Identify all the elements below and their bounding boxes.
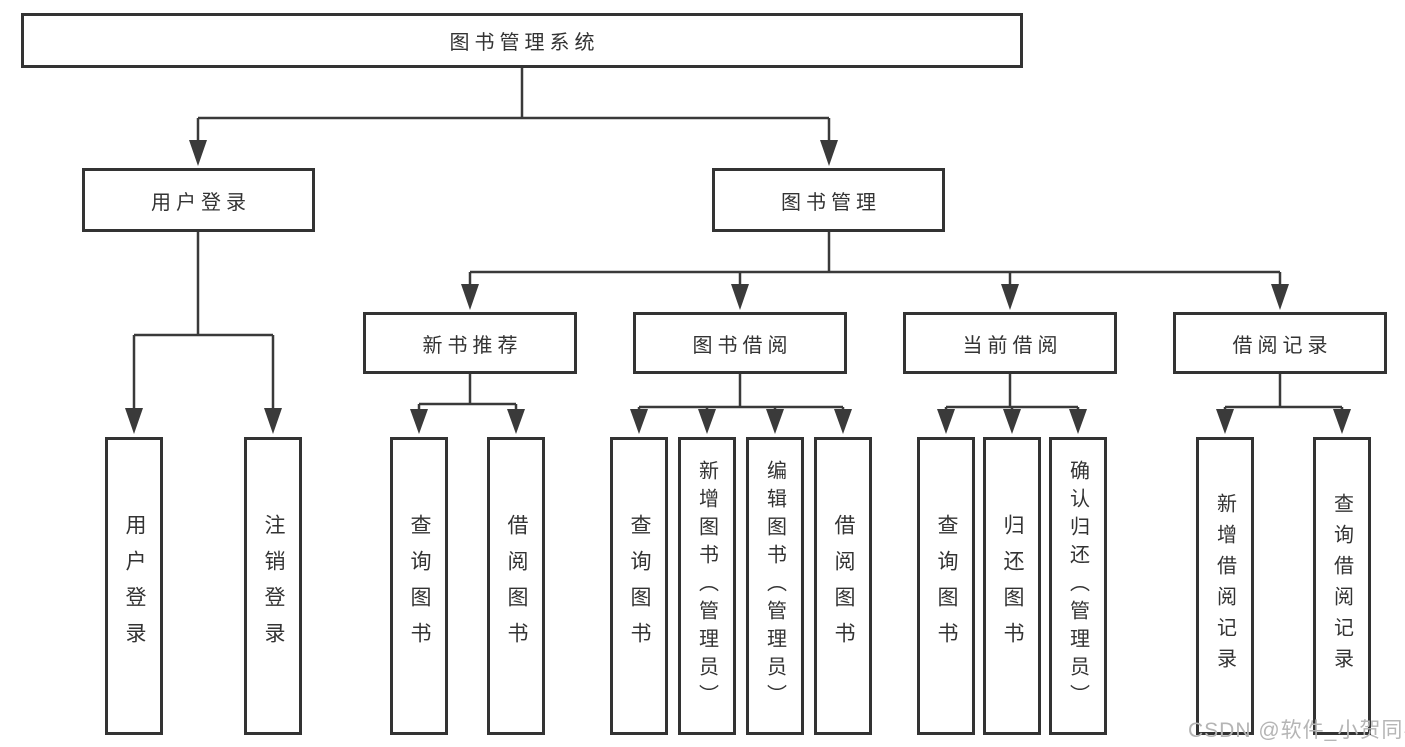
arrowhead (698, 409, 716, 434)
node-return-books: 归还图书 (983, 437, 1041, 735)
arrowheads-current-borrowing (937, 409, 1087, 434)
node-current-borrowing: 当前借阅 (903, 312, 1117, 374)
arrowhead (1216, 409, 1234, 434)
arrowhead (630, 409, 648, 434)
arrowhead (820, 140, 838, 166)
arrowheads-book-borrowing (630, 409, 852, 434)
node-user-login-leaf: 用户登录 (105, 437, 163, 735)
node-borrowing-query-books: 查询图书 (610, 437, 668, 735)
arrowhead (1069, 409, 1087, 434)
arrowhead (125, 408, 143, 434)
arrowhead (189, 140, 207, 166)
node-book-borrowing: 图书借阅 (633, 312, 847, 374)
arrowheads-level3 (461, 284, 1289, 310)
arrowheads-user-login (125, 408, 282, 434)
node-logout: 注销登录 (244, 437, 302, 735)
node-borrowing-borrow-books: 借阅图书 (814, 437, 872, 735)
arrowhead (1333, 409, 1351, 434)
arrowhead (410, 409, 428, 434)
arrowhead (507, 409, 525, 434)
connector-root-to-level2 (196, 68, 831, 141)
arrowhead (937, 409, 955, 434)
connector-book-management-children (468, 232, 1282, 285)
node-add-books-admin: 新增图书（管理员） (678, 437, 736, 735)
arrowheads-borrowing-records (1216, 409, 1351, 434)
arrowhead (1271, 284, 1289, 310)
node-query-borrow-record: 查询借阅记录 (1313, 437, 1371, 735)
node-user-login: 用户登录 (82, 168, 315, 232)
arrowhead (731, 284, 749, 310)
node-library-management-system: 图书管理系统 (21, 13, 1023, 68)
node-book-management: 图书管理 (712, 168, 945, 232)
node-current-query-books: 查询图书 (917, 437, 975, 735)
arrowhead (1001, 284, 1019, 310)
connector-user-login-children (132, 232, 275, 409)
connector-borrowing-records-children (1223, 374, 1344, 410)
watermark: CSDN @软件_小贺同学 (1188, 719, 1405, 742)
arrowhead (834, 409, 852, 434)
arrowheads-new-book-recommend (410, 409, 525, 434)
arrowhead (461, 284, 479, 310)
node-new-book-recommend: 新书推荐 (363, 312, 577, 374)
arrowhead (1003, 409, 1021, 434)
node-recommend-borrow-books: 借阅图书 (487, 437, 545, 735)
node-borrowing-records: 借阅记录 (1173, 312, 1387, 374)
arrowheads-level2 (189, 140, 838, 166)
arrowhead (264, 408, 282, 434)
node-edit-books-admin: 编辑图书（管理员） (746, 437, 804, 735)
node-confirm-return-admin: 确认归还（管理员） (1049, 437, 1107, 735)
connector-book-borrowing-children (637, 374, 845, 410)
node-add-borrow-record: 新增借阅记录 (1196, 437, 1254, 735)
connector-current-borrowing-children (944, 374, 1080, 410)
arrowhead (766, 409, 784, 434)
node-recommend-query-books: 查询图书 (390, 437, 448, 735)
connector-new-book-recommend-children (417, 374, 518, 410)
